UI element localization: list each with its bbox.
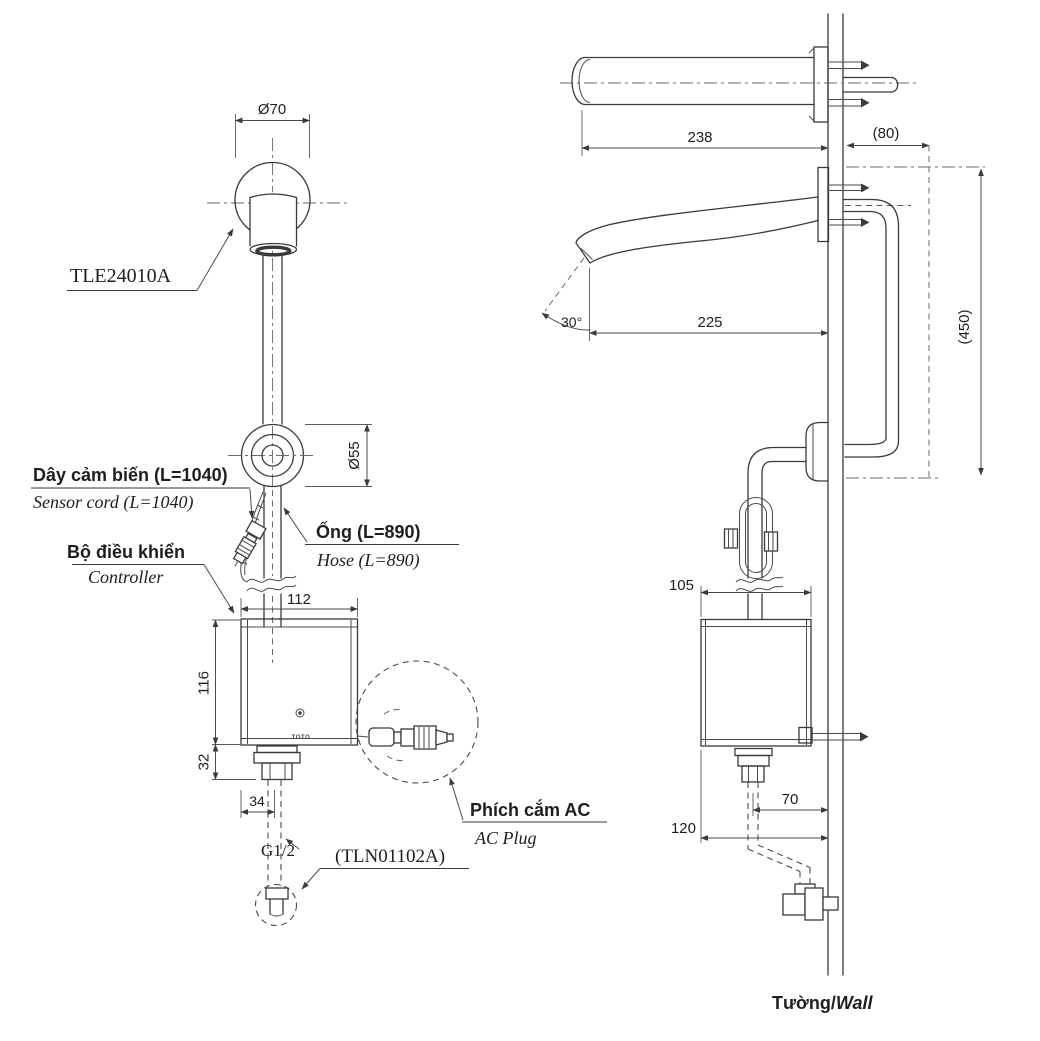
dim-controller-depth: 105 — [669, 577, 812, 617]
dim-box-to-wall: 120 — [671, 750, 829, 843]
sensor-cord-label: Dây cảm biến (L=1040) Sensor cord (L=104… — [31, 465, 255, 519]
dim-controller-height: 116 — [196, 619, 240, 746]
dim-reach-225: 225 — [588, 268, 829, 341]
dim-120-text: 120 — [671, 820, 696, 837]
valve-code-label: (TLN01102A) — [301, 846, 469, 890]
dim-32-text: 32 — [196, 754, 213, 771]
dim-30-text: 30° — [561, 314, 582, 330]
sensor-led — [295, 708, 305, 718]
ac-plug-detail — [355, 660, 479, 784]
dim-fitting-height: 32 — [196, 743, 256, 781]
spout-code-label: TLE24010A — [67, 228, 234, 292]
screw-tip — [861, 98, 870, 108]
side-outlet-fitting — [734, 747, 811, 884]
side-spout-angled — [575, 166, 911, 264]
front-controller-box: TOTO — [240, 618, 359, 746]
dim-238-text: 238 — [687, 129, 712, 146]
hose-label: Ống (L=890) Hose (L=890) — [283, 507, 459, 571]
dim-spout-diameter: Ø70 — [234, 101, 311, 158]
behind-wall-pipe — [842, 198, 900, 458]
thread-text: G1/2 — [261, 841, 295, 860]
sensor-cord-label-vi: Dây cảm biến (L=1040) — [33, 465, 228, 485]
dim-height-450: (450) — [956, 168, 984, 476]
front-view: Ø70 TLE24010A Ø55 — [31, 101, 607, 927]
dim-escutcheon-diameter: Ø55 — [305, 423, 372, 488]
dim-70-text: 70 — [782, 791, 799, 808]
screw-tip — [860, 732, 869, 742]
dim-dia70-text: Ø70 — [258, 101, 286, 118]
dim-behind-wall-80: (80) — [846, 125, 930, 477]
front-escutcheon — [228, 423, 317, 488]
dim-reach-238: 238 — [581, 110, 829, 156]
mounting-bracket — [798, 726, 813, 744]
dim-450-text: (450) — [956, 309, 973, 344]
dim-controller-width: 112 — [240, 591, 359, 617]
ac-plug-label-en: AC Plug — [474, 828, 537, 848]
front-sensor-cord — [232, 491, 267, 583]
thread-label: G1/2 — [261, 838, 300, 860]
toto-logo: TOTO — [292, 735, 311, 741]
front-riser-pipe — [262, 255, 283, 425]
controller-label-en: Controller — [88, 567, 164, 587]
hose-label-vi: Ống (L=890) — [316, 521, 421, 542]
dim-105-text: 105 — [669, 577, 694, 594]
dim-116-text: 116 — [196, 671, 213, 695]
side-stop-valve — [782, 883, 839, 921]
wall-union — [805, 421, 829, 482]
screw-tip — [861, 183, 870, 193]
ac-plug-label: Phích cắm AC AC Plug — [449, 777, 607, 848]
screw-tip — [861, 218, 870, 227]
dim-112-text: 112 — [287, 591, 311, 608]
side-spout-straight — [560, 46, 918, 123]
hose-label-en: Hose (L=890) — [316, 550, 420, 571]
side-sensor-cord-coil — [723, 497, 779, 579]
controller-label: Bộ điều khiển Controller — [67, 542, 235, 614]
dim-80-text: (80) — [873, 125, 900, 142]
dim-outlet-offset: 34 — [240, 790, 276, 818]
sensor-cord-label-en: Sensor cord (L=1040) — [33, 492, 193, 513]
wall — [827, 13, 844, 976]
dim-angle-30: 30° — [541, 257, 591, 331]
side-view: Tường/Wall 238 — [541, 13, 985, 1013]
screw-tip — [861, 60, 870, 70]
dim-outlet-to-wall: 70 — [752, 791, 829, 816]
wall-label: Tường/Wall — [772, 993, 874, 1013]
dim-dia55-text: Ø55 — [346, 441, 363, 469]
valve-code-text: (TLN01102A) — [335, 846, 445, 867]
side-controller-box — [700, 618, 869, 747]
dim-34-text: 34 — [249, 793, 265, 809]
front-stop-valve — [254, 883, 298, 927]
front-spout — [234, 161, 311, 257]
front-outlet-fitting — [253, 745, 301, 886]
ac-plug-label-vi: Phích cắm AC — [470, 799, 590, 820]
dim-225-text: 225 — [697, 314, 722, 331]
spout-code-text: TLE24010A — [70, 265, 172, 287]
controller-label-vi: Bộ điều khiển — [67, 542, 185, 562]
